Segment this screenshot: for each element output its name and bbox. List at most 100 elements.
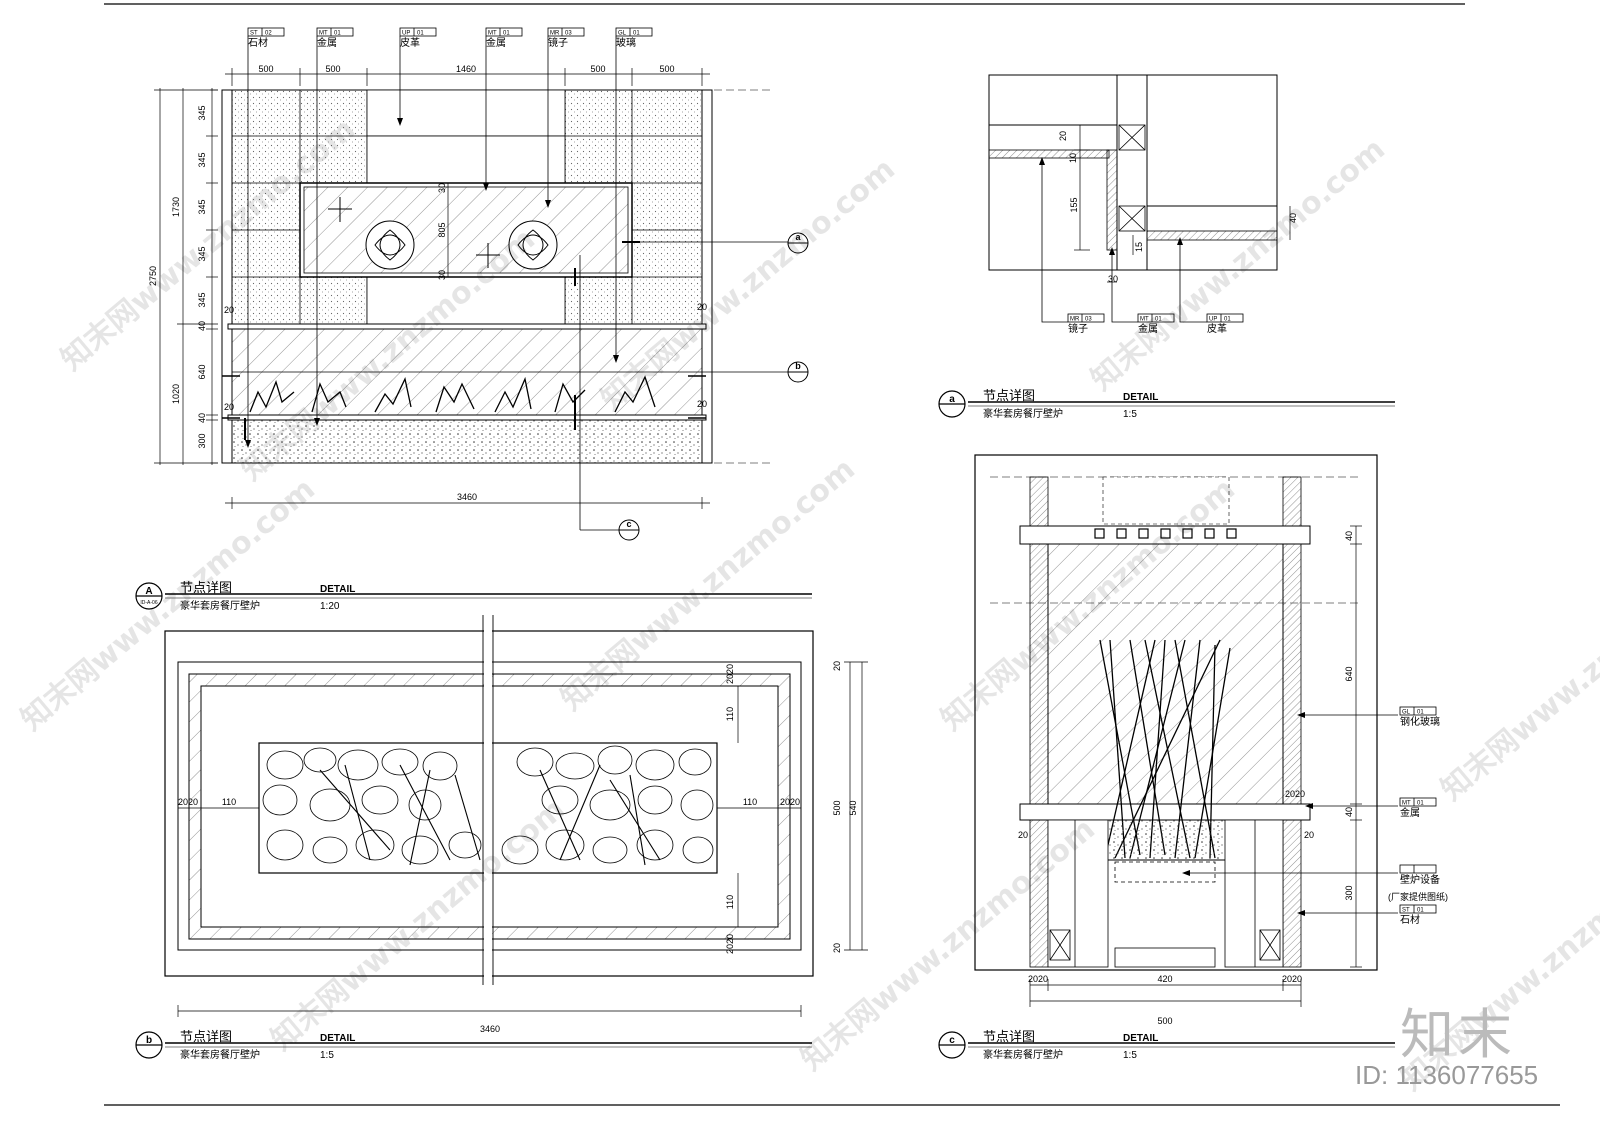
material-number: 01: [1417, 801, 1424, 807]
detail-description: 豪华套房餐厅壁炉: [983, 407, 1063, 420]
detail-title: 节点详图: [180, 581, 232, 596]
dimension-text: 345: [197, 152, 207, 167]
material-name: 钢化玻璃: [1400, 715, 1440, 728]
material-code: MT: [1402, 801, 1411, 807]
material-name: 镜子: [548, 36, 568, 49]
dimension-text: 500: [832, 800, 842, 815]
dimension-text: 500: [659, 64, 674, 74]
material-number: 03: [565, 31, 572, 37]
dimension-text: 155: [1069, 197, 1079, 212]
dimension-text: 345: [197, 105, 207, 120]
material-tag-box: [1399, 797, 1437, 807]
material-tag-box: [1399, 904, 1437, 914]
dimension-text: 20: [1304, 830, 1314, 840]
material-name: 金属: [317, 36, 337, 49]
dimension-text: 40: [197, 321, 207, 331]
detail-title-en: DETAIL: [320, 584, 355, 595]
dimension-text: 20: [1058, 131, 1068, 141]
material-tag-box: [247, 27, 285, 37]
detail-title-en: DETAIL: [1123, 1033, 1158, 1044]
material-code: GL: [618, 31, 627, 37]
dimension-text: 40: [1344, 531, 1354, 541]
dimension-text: 20: [224, 402, 234, 412]
material-number: 01: [633, 31, 640, 37]
material-name: 金属: [486, 36, 506, 49]
brand-logo: 知末: [1400, 1003, 1516, 1066]
dimension-text: 2750: [148, 266, 158, 286]
detail-scale: 1:5: [1123, 409, 1137, 420]
detail-title: 节点详图: [983, 1030, 1035, 1045]
material-number: 02: [265, 31, 272, 37]
detail-description: 豪华套房餐厅壁炉: [180, 1048, 260, 1061]
dimension-text: 640: [1344, 666, 1354, 681]
dimension-text: 2020: [178, 797, 198, 807]
section-marker-b: b: [795, 361, 801, 371]
dimension-text: 300: [197, 433, 207, 448]
dimension-text: 20: [1018, 830, 1028, 840]
material-tag-box: [1206, 313, 1244, 323]
material-tag-box: [485, 27, 523, 37]
dimension-text: 640: [197, 364, 207, 379]
detail-scale: 1:20: [320, 601, 340, 612]
detail-id: b: [146, 1035, 152, 1046]
dimension-text: 345: [197, 199, 207, 214]
detail-id: A: [145, 586, 152, 597]
material-number: 01: [334, 31, 341, 37]
material-code: GL: [1402, 710, 1411, 716]
dimension-text: 3460: [457, 492, 477, 502]
dimension-text: 30: [437, 183, 447, 193]
material-name: 皮革: [400, 36, 420, 49]
dimension-text: 20: [832, 661, 842, 671]
material-name: 石材: [1400, 913, 1420, 926]
material-code: UP: [1209, 317, 1217, 323]
dimension-text: 110: [725, 895, 735, 909]
material-number: 03: [1085, 317, 1092, 323]
material-tag-box: [1399, 864, 1437, 874]
material-number: 01: [1224, 317, 1231, 323]
elevation-A: [154, 36, 788, 531]
dimension-text: 345: [197, 246, 207, 261]
detail-title: 节点详图: [983, 389, 1035, 404]
dimension-text: 1730: [171, 197, 181, 217]
detail-id: a: [949, 394, 955, 405]
material-code: MT: [319, 31, 328, 37]
material-tag-box: [1399, 706, 1437, 716]
material-name: 镜子: [1068, 322, 1088, 335]
dimension-text: 15: [1134, 242, 1144, 252]
dimension-text: 40: [1344, 807, 1354, 817]
dimension-text: 20: [224, 305, 234, 315]
material-tag-box: [615, 27, 653, 37]
material-note: (厂家提供图纸): [1388, 891, 1448, 902]
dimension-text: 2020: [1285, 789, 1305, 799]
dimension-text: 110: [743, 797, 757, 807]
pebble-pattern: [262, 745, 714, 865]
dimension-text: 30: [437, 270, 447, 280]
material-name: 皮革: [1207, 322, 1227, 335]
detail-description: 豪华套房餐厅壁炉: [180, 599, 260, 612]
material-tag-box: [399, 27, 437, 37]
dimension-text: 500: [325, 64, 340, 74]
detail-sheet-ref: ID-A-06: [140, 600, 157, 606]
section-markers: [618, 232, 809, 541]
dimension-text: 40: [197, 413, 207, 423]
section-marker-c: c: [626, 519, 631, 529]
material-code: ST: [250, 31, 258, 37]
dimension-text: 500: [590, 64, 605, 74]
material-tag-box: [1067, 313, 1105, 323]
section-marker-a: a: [795, 232, 801, 242]
dimension-text: 3460: [480, 1024, 500, 1034]
material-tag-box: [1137, 313, 1175, 323]
material-code: UP: [402, 31, 410, 37]
dimension-text: 20: [697, 302, 707, 312]
detail-scale: 1:5: [1123, 1050, 1137, 1061]
dimension-text: 300: [1344, 885, 1354, 900]
dimension-text: 20: [697, 399, 707, 409]
material-name: 石材: [248, 36, 268, 49]
dimension-text: 20: [832, 943, 842, 953]
material-code: MR: [1070, 317, 1080, 323]
dimension-text: 2020: [1282, 974, 1302, 984]
material-code: MR: [550, 31, 560, 37]
detail-scale: 1:5: [320, 1050, 334, 1061]
dimension-text: 500: [258, 64, 273, 74]
material-code: MT: [1140, 317, 1149, 323]
